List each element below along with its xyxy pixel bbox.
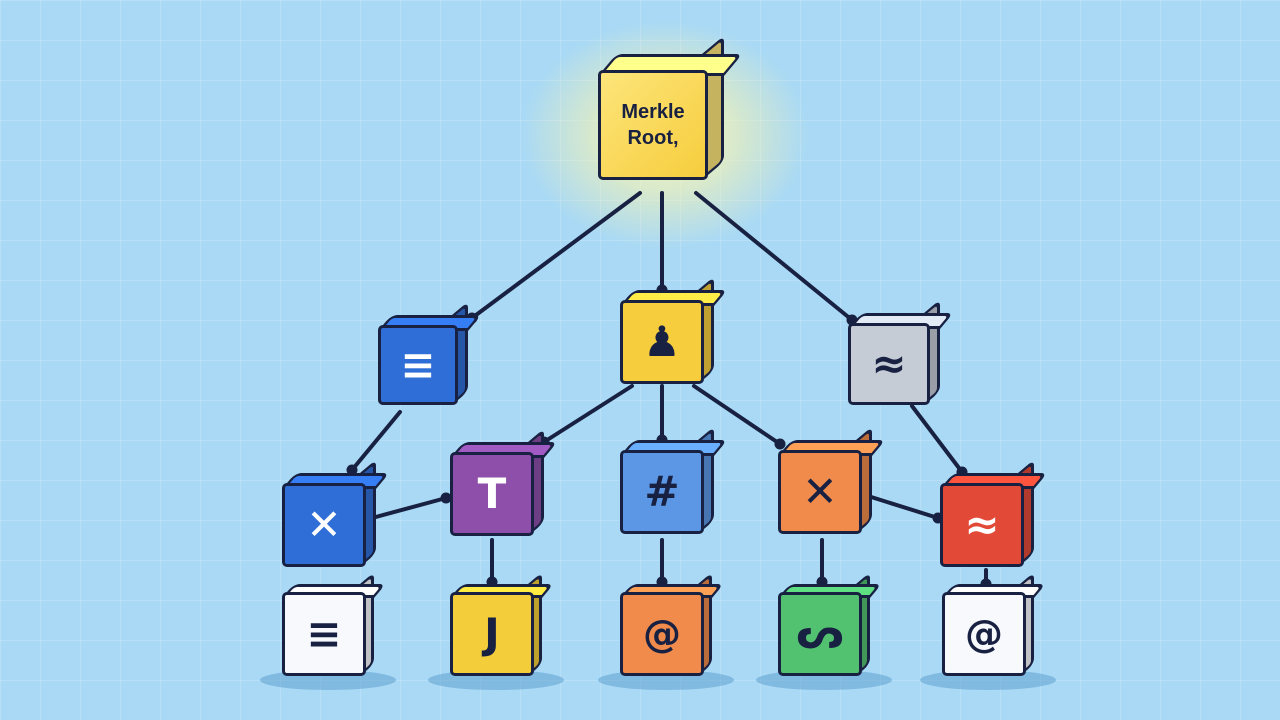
tree-node-blue-doc[interactable]: ≡ — [378, 301, 482, 405]
tree-node-gray-tilde[interactable]: ≈ — [848, 299, 954, 405]
hash-icon: # — [644, 467, 680, 516]
merkle-root-node[interactable]: Merkle Root, — [598, 35, 743, 180]
tree-edge — [350, 410, 402, 472]
tree-edge — [542, 384, 634, 444]
cube-front-face: ♟ — [620, 300, 704, 384]
menu-lines-icon: ≡ — [306, 609, 342, 658]
tree-edge — [470, 191, 642, 320]
cube-front-face: ≡ — [378, 325, 458, 405]
cube-front-face: # — [620, 450, 704, 534]
tree-node-yellow-j[interactable]: J — [450, 572, 554, 676]
tree-node-orange-at[interactable]: @ — [620, 572, 724, 676]
edge-connector-dot — [346, 464, 358, 476]
cross-icon: ✕ — [306, 500, 342, 549]
tree-node-blue-x[interactable]: ✕ — [282, 459, 390, 567]
document-lines-icon: ≡ — [400, 340, 436, 389]
tree-node-orange-x[interactable]: ✕ — [778, 426, 886, 534]
cube-front-face: ✕ — [282, 483, 366, 567]
tree-edge — [910, 404, 964, 474]
at-sign-icon: @ — [643, 612, 681, 656]
cube-front-face: ᔕ — [778, 592, 862, 676]
tree-edge — [866, 494, 940, 520]
tree-edge — [692, 384, 782, 446]
arc-icon: ≈ — [964, 500, 1000, 549]
tree-node-purple-t[interactable]: T — [450, 428, 558, 536]
cube-front-face: Merkle Root, — [598, 70, 708, 180]
cube-front-face: J — [450, 592, 534, 676]
tree-node-gold-pawn[interactable]: ♟ — [620, 276, 728, 384]
cube-front-face: ≡ — [282, 592, 366, 676]
cube-front-face: ≈ — [848, 323, 930, 405]
tree-node-white-at[interactable]: @ — [942, 572, 1046, 676]
tree-edge — [694, 191, 854, 322]
tree-node-green-n[interactable]: ᔕ — [778, 572, 882, 676]
letter-j-icon: J — [484, 609, 500, 658]
at-sign-icon: @ — [965, 612, 1003, 656]
cube-front-face: @ — [620, 592, 704, 676]
letter-t-icon: T — [477, 469, 507, 518]
cross-icon: ✕ — [802, 467, 838, 516]
tree-node-white-lines[interactable]: ≡ — [282, 572, 386, 676]
tree-node-red-arc[interactable]: ≈ — [940, 459, 1048, 567]
cube-front-face: @ — [942, 592, 1026, 676]
cube-front-face: ✕ — [778, 450, 862, 534]
cube-front-face: ≈ — [940, 483, 1024, 567]
edge-connector-dot — [440, 492, 452, 504]
tree-edge — [370, 496, 448, 520]
waves-icon: ≈ — [871, 339, 907, 388]
cube-front-face: T — [450, 452, 534, 536]
merkle-root-label: Merkle Root, — [621, 101, 685, 149]
pawn-icon: ♟ — [643, 317, 681, 366]
tree-node-blue-hash[interactable]: # — [620, 426, 728, 534]
edge-connector-dot — [774, 438, 786, 450]
squiggle-icon: ᔕ — [796, 609, 844, 658]
